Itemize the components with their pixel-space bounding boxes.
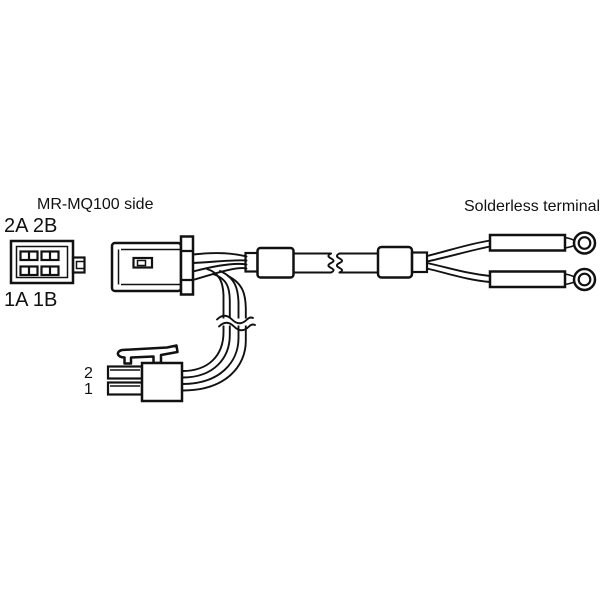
label-solderless-terminal: Solderless terminal: [464, 198, 600, 215]
pin-slot-1a: [19, 265, 39, 277]
cable-break-right: [336, 252, 343, 274]
cable-sleeve-right: [376, 245, 414, 279]
pin-slot-1b: [40, 265, 60, 277]
connector-front-body: [9, 239, 75, 285]
solderless-terminal-bottom: [488, 267, 597, 292]
terminal-ring-inner-bottom: [577, 272, 592, 287]
branch-break-wave-top: [216, 314, 254, 325]
two-pin-body: [140, 361, 184, 403]
branch-wires: [181, 268, 256, 392]
pin-slot-2a: [19, 250, 39, 262]
two-pin-pin-1: [106, 381, 144, 396]
terminal-ring-outer-top: [572, 231, 597, 255]
terminal-ring-outer-bottom: [572, 267, 597, 292]
cable-segment-left: [292, 252, 332, 274]
terminal-lead-wires: [426, 239, 491, 283]
plug-latch-tab: [136, 259, 147, 267]
cable-segment-right: [338, 252, 379, 274]
cable-break-left: [327, 252, 335, 274]
two-pin-latch-lever: [116, 344, 179, 365]
terminal-ring-inner-top: [577, 236, 592, 250]
cable-split-ferrule: [410, 251, 429, 274]
plug-wire-retainer: [179, 235, 195, 296]
plug-latch-window: [132, 256, 154, 269]
two-pin-pin-2: [106, 365, 144, 380]
plug-retainer-segments: [181, 249, 193, 282]
connector-front-inner-frame: [15, 245, 69, 279]
solderless-terminal-top: [488, 231, 597, 255]
cable-sleeve-left: [256, 246, 295, 279]
plug-housing-inner-lines: [117, 248, 181, 286]
connector-front-latch: [71, 256, 86, 274]
terminal-sleeve-bottom: [488, 270, 567, 289]
branch-break-wave-bottom: [218, 321, 256, 332]
connector-front-view: [9, 239, 86, 285]
pin-slot-2b: [40, 250, 60, 262]
label-pins-2a2b: 2A 2B: [4, 215, 57, 237]
main-cable: [244, 239, 491, 283]
label-pin-2: 2: [84, 365, 93, 382]
label-pin-1: 1: [84, 381, 93, 398]
connector-side-view: [110, 235, 248, 296]
lead-wires: [192, 252, 248, 281]
terminal-sleeve-top: [488, 233, 567, 252]
label-mq100-side: MR-MQ100 side: [37, 196, 154, 213]
label-pins-1a1b: 1A 1B: [4, 289, 57, 311]
connector-two-pin: [106, 344, 184, 403]
